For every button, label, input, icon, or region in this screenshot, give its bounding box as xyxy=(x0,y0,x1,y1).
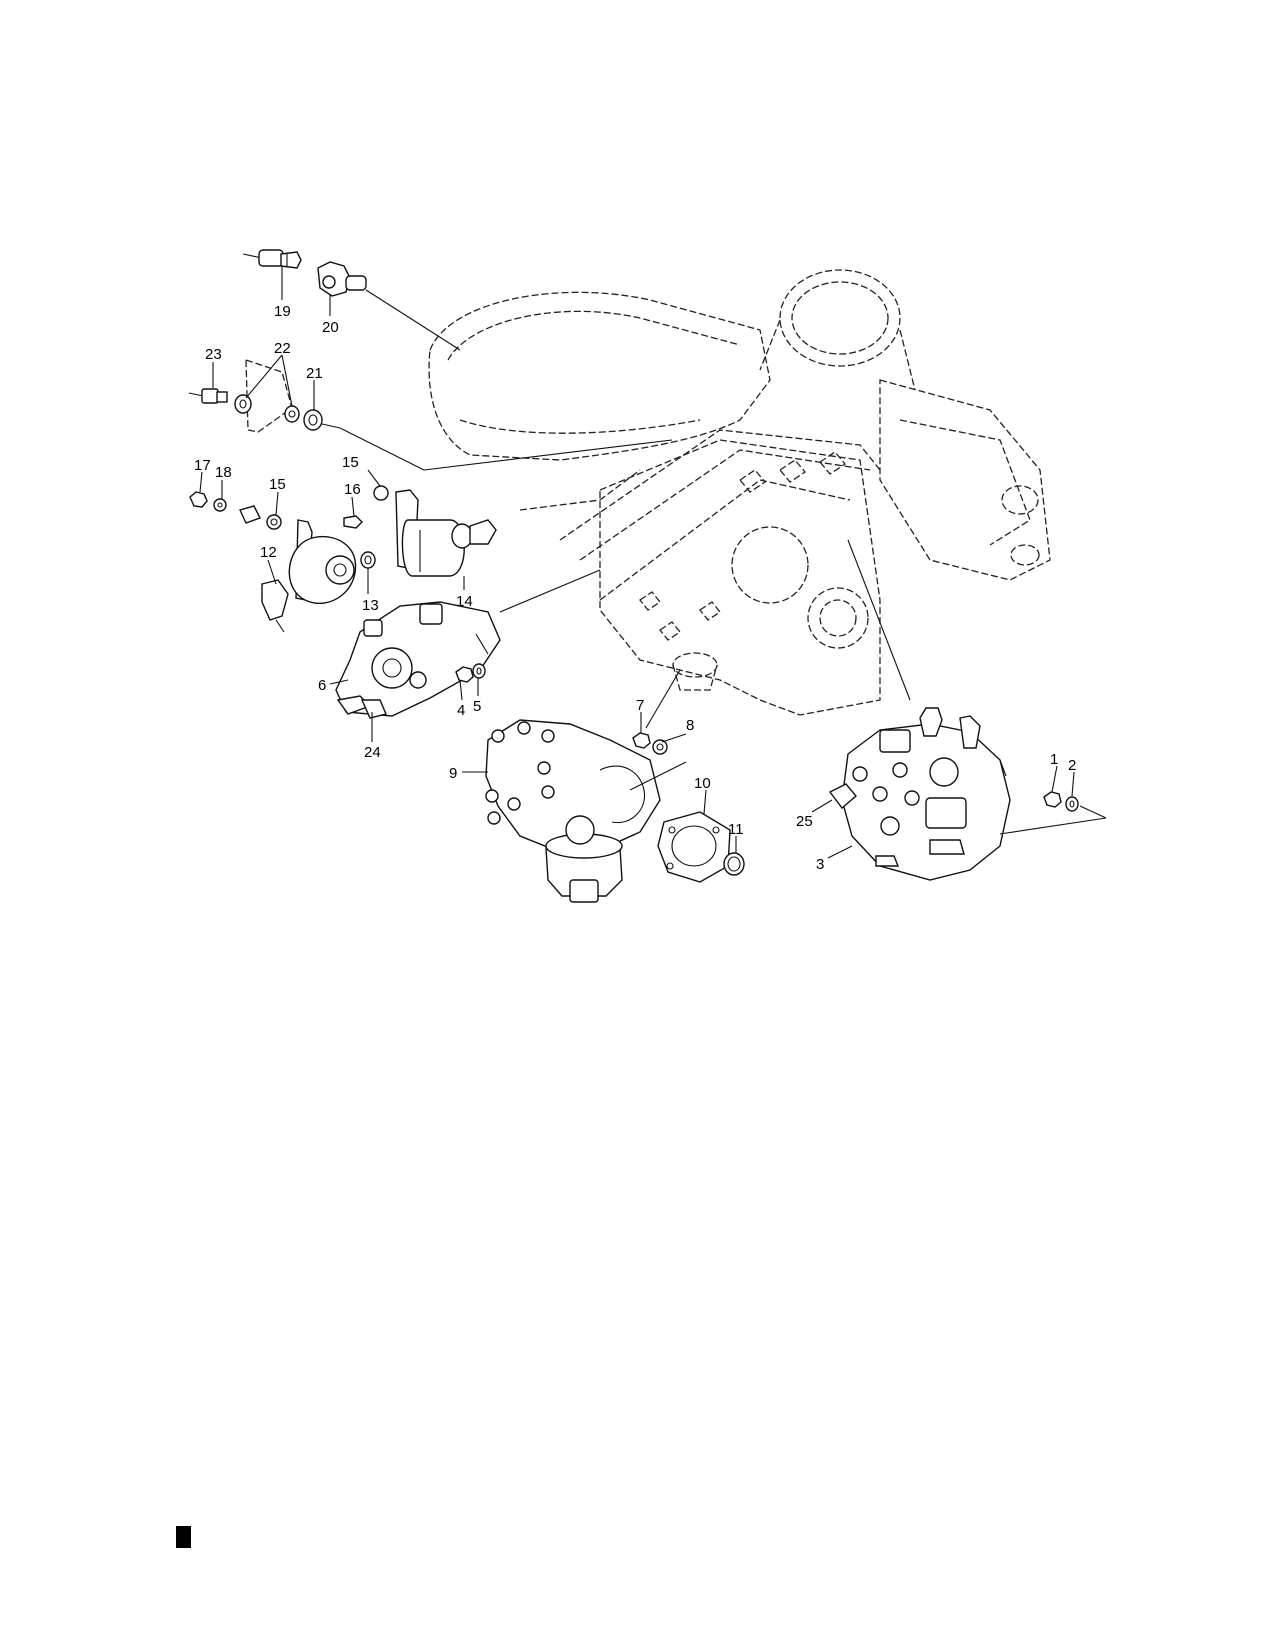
callout-5: 5 xyxy=(473,698,481,715)
callout-3: 3 xyxy=(816,856,824,873)
part-13-o-ring xyxy=(360,551,376,569)
callout-10: 10 xyxy=(694,775,711,792)
callout-14: 14 xyxy=(456,593,473,610)
callout-24: 24 xyxy=(364,744,381,761)
callout-21: 21 xyxy=(306,365,323,382)
callout-1: 1 xyxy=(1050,751,1058,768)
page-marker xyxy=(176,1526,191,1548)
part-21-washer xyxy=(303,409,341,431)
leader-lines xyxy=(199,266,1107,859)
engine-phantom xyxy=(428,269,1051,716)
callout-9: 9 xyxy=(449,765,457,782)
callout-4: 4 xyxy=(457,702,465,719)
callout-22: 22 xyxy=(274,340,291,357)
part-20-pressure-sender xyxy=(317,261,367,297)
callout-15a: 15 xyxy=(342,454,359,471)
callout-8: 8 xyxy=(686,717,694,734)
callout-7: 7 xyxy=(636,697,644,714)
part-6-pump-assembly xyxy=(335,601,501,719)
callout-17: 17 xyxy=(194,457,211,474)
part-3-pump-assembly xyxy=(828,707,1011,881)
callout-25: 25 xyxy=(796,813,813,830)
callout-2: 2 xyxy=(1068,757,1076,774)
part-10-gasket xyxy=(657,811,731,883)
part-23-bolt xyxy=(188,388,228,404)
callout-15b: 15 xyxy=(269,476,286,493)
callout-18: 18 xyxy=(215,464,232,481)
callout-20: 20 xyxy=(322,319,339,336)
callout-11: 11 xyxy=(728,821,744,838)
callout-6: 6 xyxy=(318,677,326,694)
parts-4-5-hardware xyxy=(455,663,486,683)
parts-7-8-hardware xyxy=(632,732,668,755)
part-11-o-ring xyxy=(723,852,745,876)
parts-small-hardware xyxy=(189,485,389,530)
part-19-fitting xyxy=(242,249,302,269)
part-14-actuator xyxy=(395,489,497,577)
callout-13: 13 xyxy=(362,597,379,614)
callout-12: 12 xyxy=(260,544,277,561)
parts-1-2-hardware xyxy=(1043,791,1079,812)
callout-16: 16 xyxy=(344,481,361,498)
part-12-canister xyxy=(261,519,357,633)
callout-23: 23 xyxy=(205,346,222,363)
part-22-washers xyxy=(234,359,300,433)
callout-labels: 1 2 3 4 5 6 7 8 9 10 11 12 13 14 15 15 1… xyxy=(194,303,1076,873)
callout-19: 19 xyxy=(274,303,291,320)
part-9-high-pressure-pump xyxy=(485,719,687,903)
